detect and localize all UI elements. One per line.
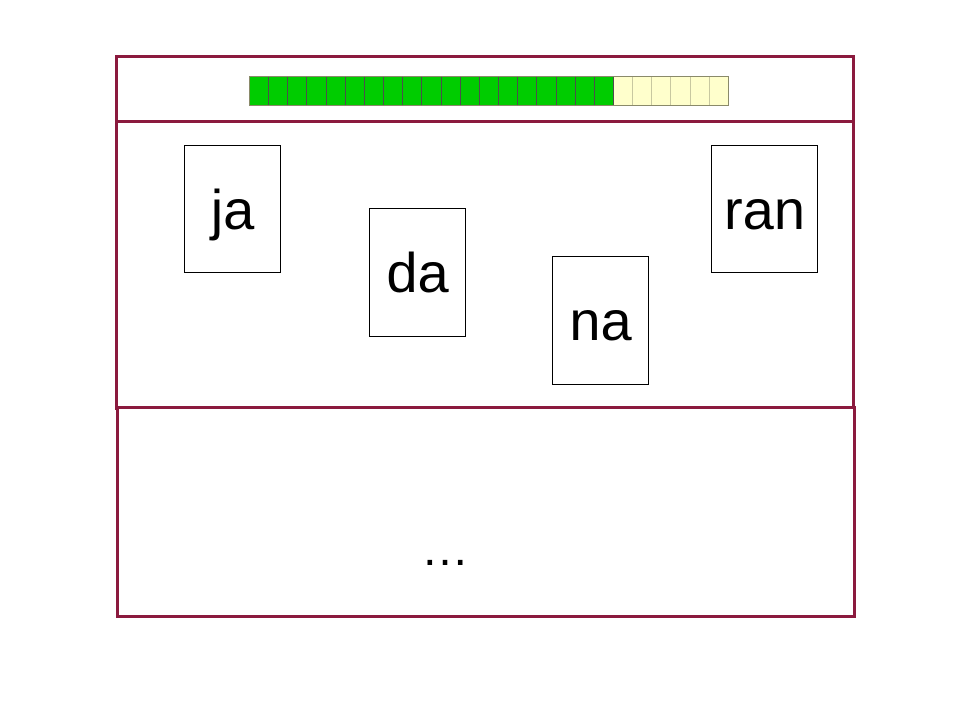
progress-segment-empty xyxy=(652,77,672,105)
progress-segment-filled xyxy=(556,77,576,105)
progress-segment-filled xyxy=(364,77,385,105)
progress-segment-empty xyxy=(633,77,653,105)
progress-segment-filled xyxy=(384,77,404,105)
progress-segment-filled xyxy=(441,77,461,105)
progress-segment-empty xyxy=(613,77,634,105)
progress-segment-filled xyxy=(575,77,595,105)
answer-panel xyxy=(116,406,856,618)
progress-segment-filled xyxy=(326,77,346,105)
progress-segment-filled xyxy=(594,77,614,105)
progress-segment-empty xyxy=(690,77,710,105)
progress-segment-filled xyxy=(288,77,308,105)
progress-segment-filled xyxy=(499,77,519,105)
progress-segment-filled xyxy=(403,77,423,105)
progress-bar xyxy=(249,76,729,106)
progress-segment-empty xyxy=(709,77,728,105)
progress-segment-filled xyxy=(537,77,557,105)
progress-segment-filled xyxy=(269,77,289,105)
syllable-card-ran[interactable]: ran xyxy=(711,145,818,273)
progress-segment-filled xyxy=(518,77,538,105)
progress-segment-filled xyxy=(479,77,500,105)
progress-segment-filled xyxy=(307,77,327,105)
progress-segment-filled xyxy=(460,77,480,105)
syllable-card-ja[interactable]: ja xyxy=(184,145,281,273)
progress-segment-filled xyxy=(345,77,365,105)
progress-segment-filled xyxy=(422,77,442,105)
syllable-card-da[interactable]: da xyxy=(369,208,466,337)
answer-placeholder: … xyxy=(421,523,469,576)
syllable-card-na[interactable]: na xyxy=(552,256,649,385)
progress-segment-empty xyxy=(671,77,691,105)
progress-segment-filled xyxy=(250,77,270,105)
